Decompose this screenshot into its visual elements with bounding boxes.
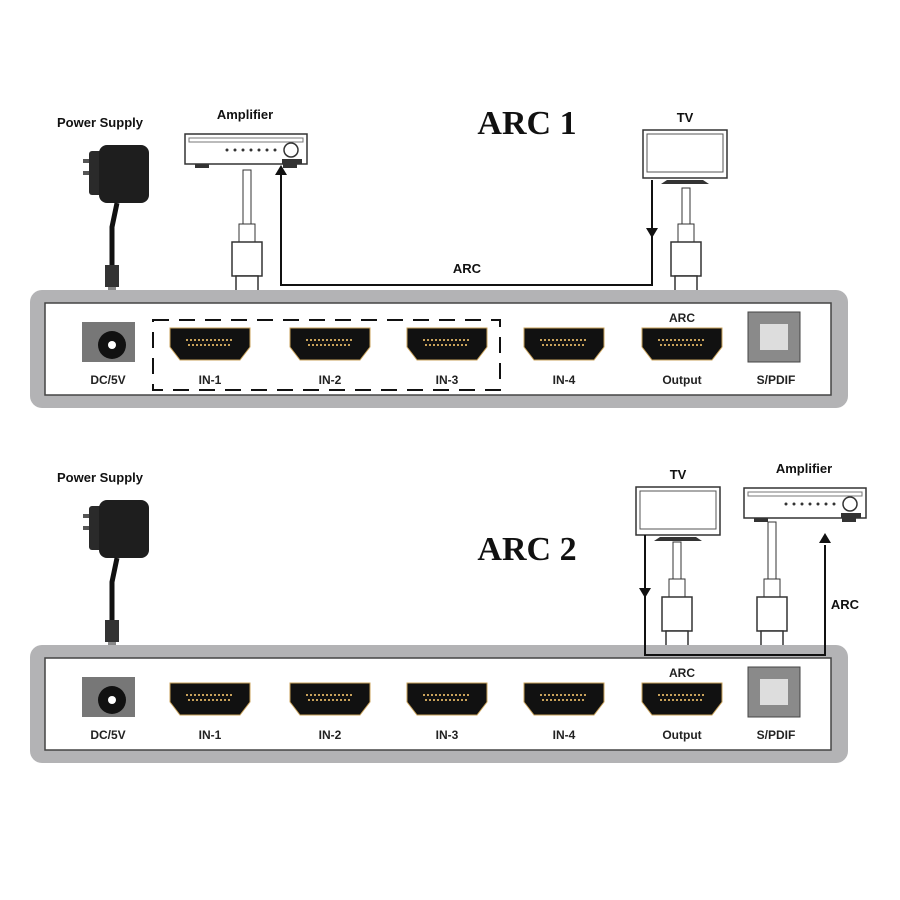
arc-line-label: ARC [453, 261, 482, 276]
hdmi-plug-icon [661, 596, 693, 632]
spdif-port-icon [747, 311, 801, 363]
port-label-in-2: IN-2 [319, 728, 342, 742]
tv-label: TV [677, 110, 694, 125]
power-supply-label: Power Supply [57, 115, 144, 130]
port-label-in-1: IN-1 [199, 373, 222, 387]
output-arc-label: ARC [669, 311, 695, 325]
dc-plug-icon [105, 265, 119, 287]
amplifier-label: Amplifier [217, 107, 273, 122]
volume-knob-icon [842, 496, 858, 512]
amplifier-label: Amplifier [776, 461, 832, 476]
port-label-output: Output [662, 373, 701, 387]
adapter-icon [99, 500, 149, 558]
hdmi-plug-icon [756, 596, 788, 632]
port-label-in-2: IN-2 [319, 373, 342, 387]
hdmi-cable [231, 169, 263, 297]
port-label-in-4: IN-4 [553, 373, 576, 387]
power-cable [109, 557, 120, 622]
plug-prong-icon [83, 514, 91, 518]
amplifier: Amplifier [184, 107, 308, 168]
spdif-label: S/PDIF [757, 728, 796, 742]
hdmi-cable [661, 541, 693, 652]
diagram-title: ARC 1 [477, 105, 576, 142]
tv-icon [642, 129, 728, 179]
hdmi-plug-icon [231, 241, 263, 277]
hdmi-plug-icon [670, 241, 702, 277]
arrow-up-icon [819, 533, 831, 543]
port-label-in-3: IN-3 [436, 728, 459, 742]
power-supply: Power Supply [57, 470, 149, 654]
port-label-in-3: IN-3 [436, 373, 459, 387]
power-supply-label: Power Supply [57, 470, 144, 485]
hdmi-switch-panel: DC/5V IN-1 IN-2 IN-3 IN-4 Output ARC S/PDIF [30, 645, 848, 763]
volume-knob-icon [283, 142, 299, 158]
output-arc-label: ARC [669, 666, 695, 680]
arc-line-label: ARC [831, 597, 860, 612]
plug-prong-icon [83, 526, 91, 530]
amplifier: Amplifier [743, 461, 867, 522]
power-supply: Power Supply [57, 115, 149, 299]
arrow-up-icon [275, 165, 287, 175]
adapter-icon [99, 145, 149, 203]
tv: TV [635, 467, 721, 541]
tv: TV [642, 110, 728, 184]
hdmi-cable [670, 187, 702, 297]
plug-prong-icon [83, 159, 91, 163]
hdmi-switch-panel: DC/5V IN-1 IN-2 IN-3 IN-4 Output ARC S/PDIF [30, 290, 848, 408]
dc-label: DC/5V [90, 728, 125, 742]
port-label-output: Output [662, 728, 701, 742]
port-label-in-1: IN-1 [199, 728, 222, 742]
spdif-label: S/PDIF [757, 373, 796, 387]
arrow-down-icon [639, 588, 651, 598]
tv-label: TV [670, 467, 687, 482]
dc-plug-icon [105, 620, 119, 642]
hdmi-cable [756, 521, 788, 652]
power-cable [109, 202, 120, 267]
tv-stand-icon [654, 537, 702, 541]
arrow-down-icon [646, 228, 658, 238]
dc-label: DC/5V [90, 373, 125, 387]
tv-icon [635, 486, 721, 536]
port-label-in-4: IN-4 [553, 728, 576, 742]
diagram-title: ARC 2 [477, 531, 576, 568]
tv-stand-icon [661, 180, 709, 184]
plug-prong-icon [83, 171, 91, 175]
